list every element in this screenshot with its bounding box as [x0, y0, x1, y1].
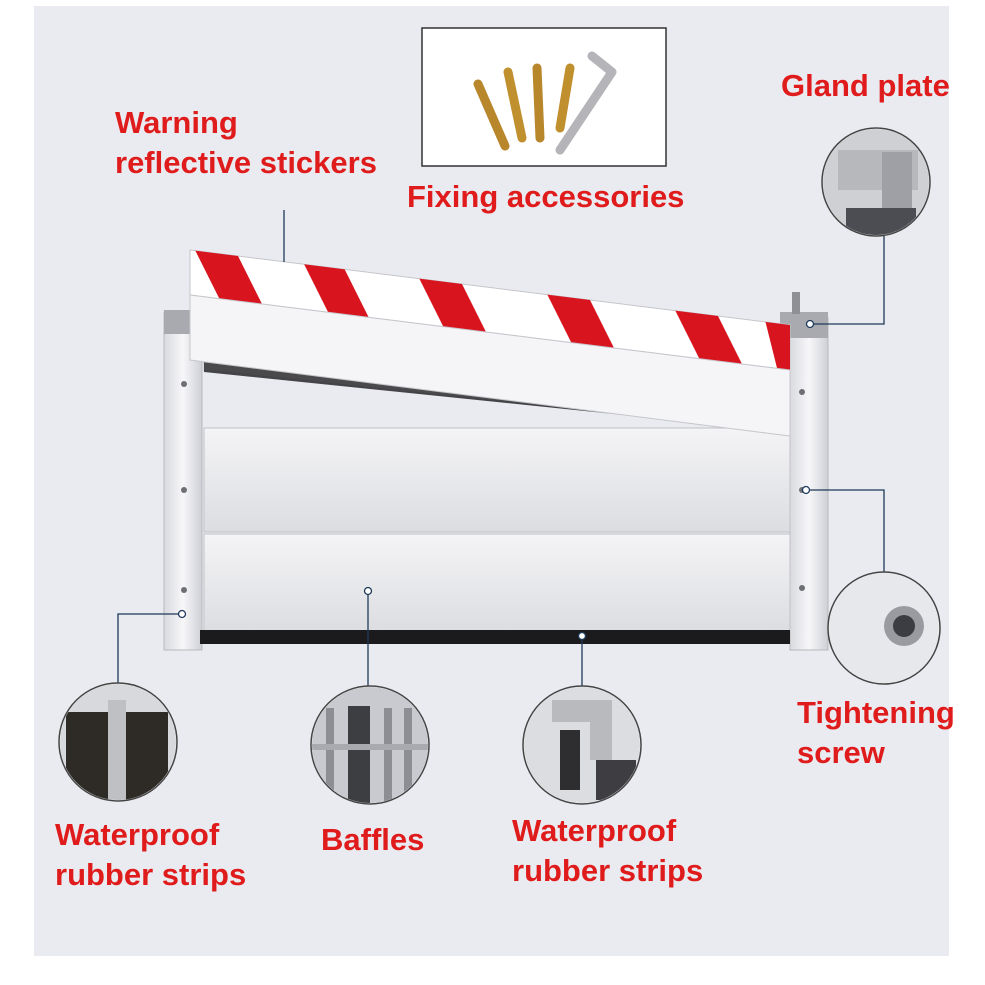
waterproof-left-line1: Waterproof	[55, 817, 220, 852]
waterproof-right-line2: rubber strips	[512, 853, 704, 888]
leader-dots	[177, 319, 815, 641]
warning-stickers-label: Warning reflective stickers	[115, 103, 377, 183]
waterproof-left-detail	[58, 682, 178, 802]
gland-plate-label: Gland plate	[781, 68, 950, 103]
expansion-bolt-icon	[473, 63, 575, 151]
tightening-label-line2: screw	[797, 735, 885, 770]
right-post	[789, 317, 829, 651]
hex-key-icon	[555, 51, 617, 155]
waterproof-right-detail	[522, 685, 642, 805]
tightening-label-line1: Tightening	[797, 695, 955, 730]
tightening-screw-label: Tightening screw	[797, 693, 955, 773]
fixing-accessories-label: Fixing accessories	[407, 179, 685, 214]
waterproof-right-line1: Waterproof	[512, 813, 677, 848]
tightening-screw-detail	[827, 571, 941, 685]
waterproof-left-line2: rubber strips	[55, 857, 247, 892]
left-post	[163, 311, 203, 651]
gland-plate-detail	[821, 127, 931, 237]
baffles-detail	[310, 685, 430, 805]
fixing-accessories-box	[421, 27, 667, 167]
bottom-rubber-strip	[200, 630, 790, 644]
baffles-label: Baffles	[321, 822, 425, 857]
warning-label-line2: reflective stickers	[115, 145, 377, 180]
warning-label-line1: Warning	[115, 105, 238, 140]
waterproof-right-label: Waterproof rubber strips	[512, 811, 703, 891]
waterproof-left-label: Waterproof rubber strips	[55, 815, 246, 895]
leader-lines	[117, 210, 885, 687]
